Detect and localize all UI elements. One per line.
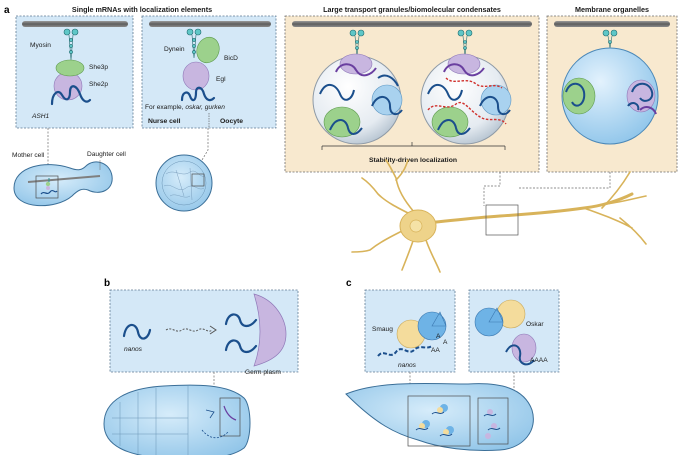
- microtubule: [292, 21, 532, 27]
- condensate-granule: [420, 53, 512, 145]
- egg-chamber-cell: [155, 154, 213, 212]
- smaug-inset-box: Smaug nanos A A AA: [364, 289, 456, 373]
- panel-c-letter: c: [346, 278, 352, 289]
- egl-label: Egl: [216, 76, 226, 83]
- nanos-label: nanos: [124, 346, 143, 353]
- egg-chamber-b: [103, 384, 251, 460]
- anterior-zoom-box: [407, 395, 471, 447]
- posterior-zoom-box: [219, 397, 241, 437]
- diffusion-arrow: [165, 328, 213, 332]
- membrane-organelles-header: Membrane organelles: [575, 5, 649, 14]
- microtubule: [22, 21, 128, 27]
- stability-label: Stability-driven localization: [369, 157, 457, 164]
- stability-bracket: [321, 142, 506, 150]
- granules-inset-box: Stability-driven localization: [284, 15, 540, 173]
- panel-a-letter: a: [4, 5, 10, 16]
- oskar-protein: [511, 333, 537, 363]
- ash1-mrna: [50, 85, 92, 106]
- oskar-mrna: [180, 86, 216, 102]
- ash1-label: ASH1: [31, 113, 50, 120]
- yeast-inset-box: Myosin She3p She2p ASH1: [15, 15, 134, 129]
- smaug-label: Smaug: [372, 326, 393, 333]
- egl-protein: [182, 61, 210, 91]
- yeast-zoom-box: [35, 175, 59, 199]
- germ-plasm-inset-box: nanos Germ plasm: [109, 289, 299, 376]
- neuron-zoom-box: [485, 204, 519, 236]
- oocyte-inset-box: Dynein BicD Egl For example, oskar, gurk…: [141, 15, 277, 129]
- oocyte-zoom-box: [191, 173, 205, 187]
- oskar-inset-box: Oskar AAAA: [468, 289, 560, 373]
- membrane-organelle: [561, 47, 659, 145]
- organelles-inset-box: [546, 15, 678, 173]
- dynein-motor: [186, 28, 202, 59]
- actin-cable: [27, 175, 101, 183]
- smaug-protein: [474, 307, 504, 337]
- polya-a2: A: [443, 339, 448, 346]
- polya-aa: AA: [431, 347, 440, 354]
- she3p-protein: [55, 59, 85, 77]
- large-granules-header: Large transport granules/biomolecular co…: [323, 5, 501, 14]
- neuron-connector: [483, 172, 611, 206]
- oocyte-label: Oocyte: [220, 118, 243, 125]
- budding-yeast-cell: [13, 161, 113, 207]
- myosin-motor: [63, 28, 79, 61]
- bicd-protein: [196, 36, 220, 64]
- nanos-label-c: nanos: [398, 362, 417, 369]
- condensate-granule: [312, 53, 403, 145]
- example-label: For example, oskar, gurken: [145, 104, 225, 111]
- bicd-label: BicD: [224, 55, 238, 62]
- posterior-zoom-box-c: [477, 397, 509, 445]
- myosin-label: Myosin: [30, 42, 51, 49]
- oocyte-connector: [201, 128, 209, 161]
- microtubule: [149, 21, 271, 27]
- neuron: [351, 159, 647, 273]
- she2p-label: She2p: [89, 81, 108, 88]
- daughter-cell-label: Daughter cell: [87, 151, 126, 158]
- nurse-cell-label: Nurse cell: [148, 118, 181, 125]
- panel-b-letter: b: [104, 278, 110, 289]
- she3p-label: She3p: [89, 64, 108, 71]
- polya-aaaa: AAAA: [530, 357, 548, 364]
- nanos-mrna: [122, 323, 152, 340]
- smaug-protein: [417, 311, 447, 341]
- microtubule: [554, 21, 670, 27]
- germ-plasm: [253, 293, 287, 367]
- single-mrna-header: Single mRNAs with localization elements: [72, 5, 212, 14]
- germ-plasm-label: Germ plasm: [245, 369, 281, 376]
- embryo-c: [345, 382, 534, 451]
- mother-cell-label: Mother cell: [12, 152, 45, 159]
- dynein-label: Dynein: [164, 46, 185, 53]
- oskar-label: Oskar: [526, 321, 544, 328]
- polya-a1: A: [436, 333, 441, 340]
